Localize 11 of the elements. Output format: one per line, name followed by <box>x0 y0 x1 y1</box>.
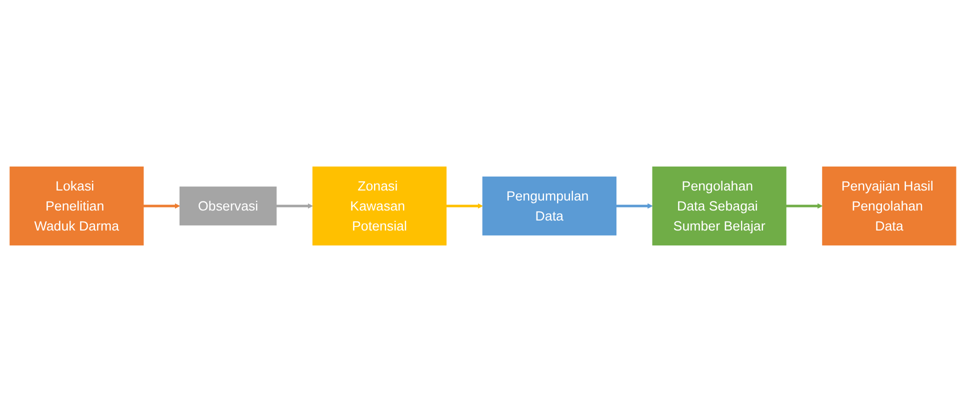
arrow <box>446 203 483 209</box>
node-box: Pengumpulan Data <box>482 176 616 236</box>
node-box: Observasi <box>180 186 277 226</box>
node-box: Pengolahan Data Sebagai Sumber Belajar <box>652 166 786 246</box>
node-box: Zonasi Kawasan Potensial <box>312 166 447 246</box>
node-box: Lokasi Penelitian Waduk Darma <box>10 166 144 246</box>
node-box: Penyajian Hasil Pengolahan Data <box>822 166 956 246</box>
arrow <box>276 203 314 209</box>
arrow <box>786 203 823 209</box>
arrow <box>143 203 180 209</box>
arrow <box>616 203 653 209</box>
